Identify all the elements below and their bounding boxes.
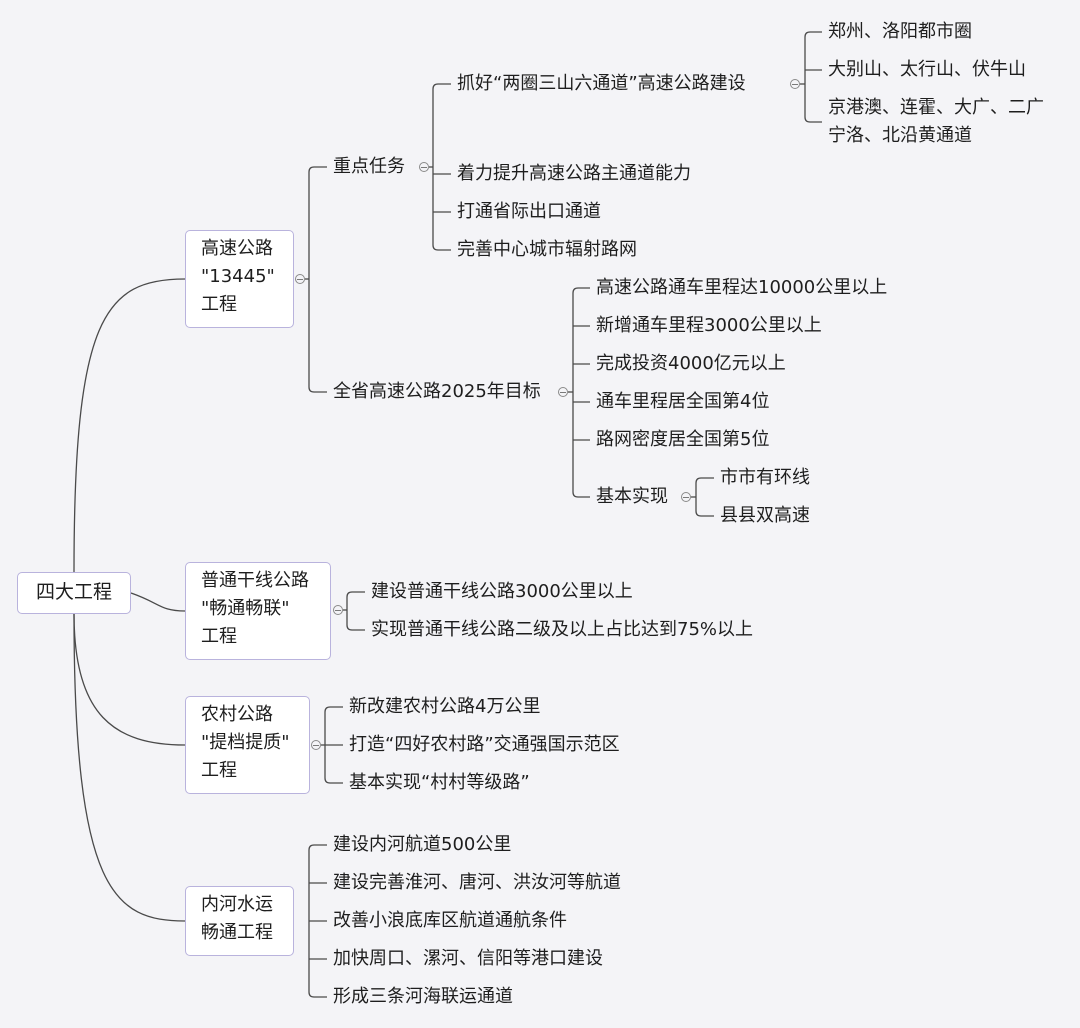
- bracket-branch-line: [308, 386, 327, 393]
- subtopic-nh-4[interactable]: 加快周口、漯河、信阳等港口建设: [333, 948, 603, 969]
- subtopic-pt-1[interactable]: 建设普通干线公路3000公里以上: [371, 581, 633, 602]
- bracket-branch-line: [695, 477, 714, 484]
- bracket-branch-line: [324, 706, 343, 713]
- subtopic-gs-mb-4[interactable]: 通车里程居全国第4位: [596, 391, 770, 412]
- subtopic-gs-mb-2[interactable]: 新增通车里程3000公里以上: [596, 315, 822, 336]
- subtopic-nc-3[interactable]: 基本实现“村村等级路”: [349, 772, 530, 793]
- subtopic-nh-2[interactable]: 建设完善淮河、唐河、洪汝河等航道: [333, 872, 621, 893]
- main-topic-pt[interactable]: 普通干线公路 "畅通畅联" 工程: [185, 562, 331, 660]
- bracket-branch-line: [572, 287, 590, 294]
- subtopic-gs-zd-4[interactable]: 完善中心城市辐射路网: [457, 239, 637, 260]
- bracket-branch-line: [804, 116, 822, 123]
- subtopic-gs-zd-2[interactable]: 着力提升高速公路主通道能力: [457, 163, 691, 184]
- main-topic-gs[interactable]: 高速公路 "13445" 工程: [185, 230, 294, 328]
- collapse-toggle-icon[interactable]: [333, 605, 343, 615]
- bracket-branch-line: [432, 244, 451, 251]
- subtopic-gs-mb[interactable]: 全省高速公路2025年目标: [333, 381, 541, 402]
- root-topic[interactable]: 四大工程: [17, 572, 131, 614]
- subtopic-gs-zd-1-c-line-1[interactable]: 宁洛、北沿黄通道: [828, 125, 972, 146]
- topic-label-line: "畅通畅联": [201, 598, 290, 619]
- topic-label-line: 畅通工程: [201, 922, 273, 943]
- bracket-branch-line: [308, 844, 327, 851]
- bracket-branch-line: [432, 83, 451, 90]
- bracket-branch-line: [346, 591, 365, 598]
- subtopic-nh-5[interactable]: 形成三条河海联运通道: [333, 986, 513, 1007]
- collapse-toggle-icon[interactable]: [681, 492, 691, 502]
- subtopic-pt-2[interactable]: 实现普通干线公路二级及以上占比达到75%以上: [371, 619, 754, 640]
- subtopic-gs-zd[interactable]: 重点任务: [333, 156, 405, 177]
- bracket-branch-line: [572, 491, 590, 498]
- bracket-branch-line: [324, 777, 343, 784]
- subtopic-gs-zd-1-c-line-0[interactable]: 京港澳、连霍、大广、二广: [828, 97, 1044, 118]
- collapse-toggle-icon[interactable]: [558, 387, 568, 397]
- subtopic-gs-zd-1[interactable]: 抓好“两圈三山六通道”高速公路建设: [457, 73, 746, 94]
- collapse-toggle-icon[interactable]: [311, 740, 321, 750]
- subtopic-gs-mb-3[interactable]: 完成投资4000亿元以上: [596, 353, 786, 374]
- bracket-branch-line: [308, 166, 327, 173]
- bracket-branch-line: [695, 510, 714, 517]
- subtopic-nc-1[interactable]: 新改建农村公路4万公里: [349, 696, 541, 717]
- topic-label-line: 普通干线公路: [201, 570, 309, 591]
- subtopic-gs-mb-6[interactable]: 基本实现: [596, 486, 668, 507]
- topic-label-line: 工程: [201, 760, 237, 781]
- subtopic-gs-mb-1[interactable]: 高速公路通车里程达10000公里以上: [596, 277, 888, 298]
- subtopic-gs-mb-5[interactable]: 路网密度居全国第5位: [596, 429, 770, 450]
- subtopic-gs-zd-1-a[interactable]: 郑州、洛阳都市圈: [828, 21, 972, 42]
- topic-label-line: 内河水运: [201, 894, 273, 915]
- subtopic-nh-1[interactable]: 建设内河航道500公里: [333, 834, 512, 855]
- bracket-branch-line: [308, 991, 327, 998]
- subtopic-gs-zd-3[interactable]: 打通省际出口通道: [457, 201, 601, 222]
- collapse-toggle-icon[interactable]: [419, 162, 429, 172]
- main-topic-nc[interactable]: 农村公路 "提档提质" 工程: [185, 696, 310, 794]
- collapse-toggle-icon[interactable]: [295, 274, 305, 284]
- bracket-branch-line: [804, 31, 822, 38]
- subtopic-gs-mb-6-a[interactable]: 市市有环线: [720, 467, 810, 488]
- root-connector-line: [130, 592, 186, 612]
- subtopic-gs-zd-1-b[interactable]: 大别山、太行山、伏牛山: [828, 59, 1026, 80]
- topic-label-line: 高速公路: [201, 238, 273, 259]
- main-topic-nh[interactable]: 内河水运畅通工程: [185, 886, 294, 956]
- bracket-branch-line: [346, 624, 365, 631]
- subtopic-nc-2[interactable]: 打造“四好农村路”交通强国示范区: [349, 734, 620, 755]
- topic-label-line: "13445": [201, 266, 275, 287]
- topic-label-line: 农村公路: [201, 704, 273, 725]
- topic-label-line: 工程: [201, 294, 237, 315]
- root-connector-line: [73, 613, 186, 922]
- subtopic-nh-3[interactable]: 改善小浪底库区航道通航条件: [333, 910, 567, 931]
- subtopic-gs-mb-6-b[interactable]: 县县双高速: [720, 505, 810, 526]
- collapse-toggle-icon[interactable]: [790, 79, 800, 89]
- topic-label-line: 工程: [201, 626, 237, 647]
- root-connector-line: [73, 278, 186, 573]
- topic-label-line: "提档提质": [201, 732, 290, 753]
- root-connector-line: [73, 613, 186, 746]
